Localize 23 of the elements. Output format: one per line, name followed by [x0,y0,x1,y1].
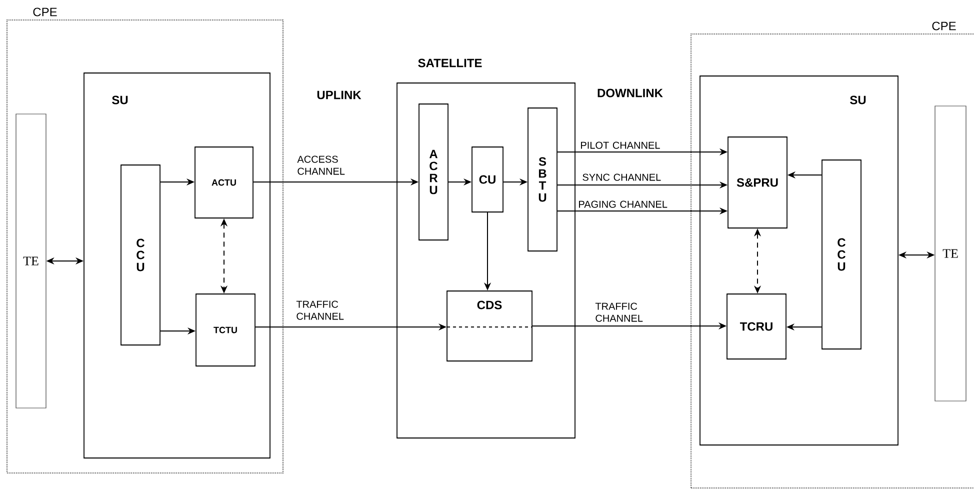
block-box: C C U [822,160,862,350]
block-box: C C U [120,164,160,346]
edge-label: SYNC CHANNEL [582,174,661,181]
block-box: S B T U [528,108,558,252]
terminal-box: TE [16,114,46,408]
node-label: CPE [932,22,956,30]
block-box: ACTU [194,146,254,218]
block-box: TCRU [726,294,786,360]
node-label: SATELLITE [418,58,482,68]
edge-label: ACCESS CHANNEL [297,156,345,175]
link-heading: DOWNLINK [598,88,663,98]
block-box: CDS [446,290,532,362]
edge-label: TRAFFIC CHANNEL [296,300,344,320]
node-label: CPE [33,8,57,16]
block-box: TCTU [196,294,256,366]
block-box: A C R U [418,104,448,240]
link-heading: UPLINK [317,90,362,100]
edge-label: PAGING CHANNEL [579,200,668,208]
block-box: S&PRU [728,136,788,228]
block-box: CU [472,146,504,212]
terminal-box: TE [934,106,966,402]
edge-label: PILOT CHANNEL [581,142,660,149]
edge-label: TRAFFIC CHANNEL [595,302,643,322]
